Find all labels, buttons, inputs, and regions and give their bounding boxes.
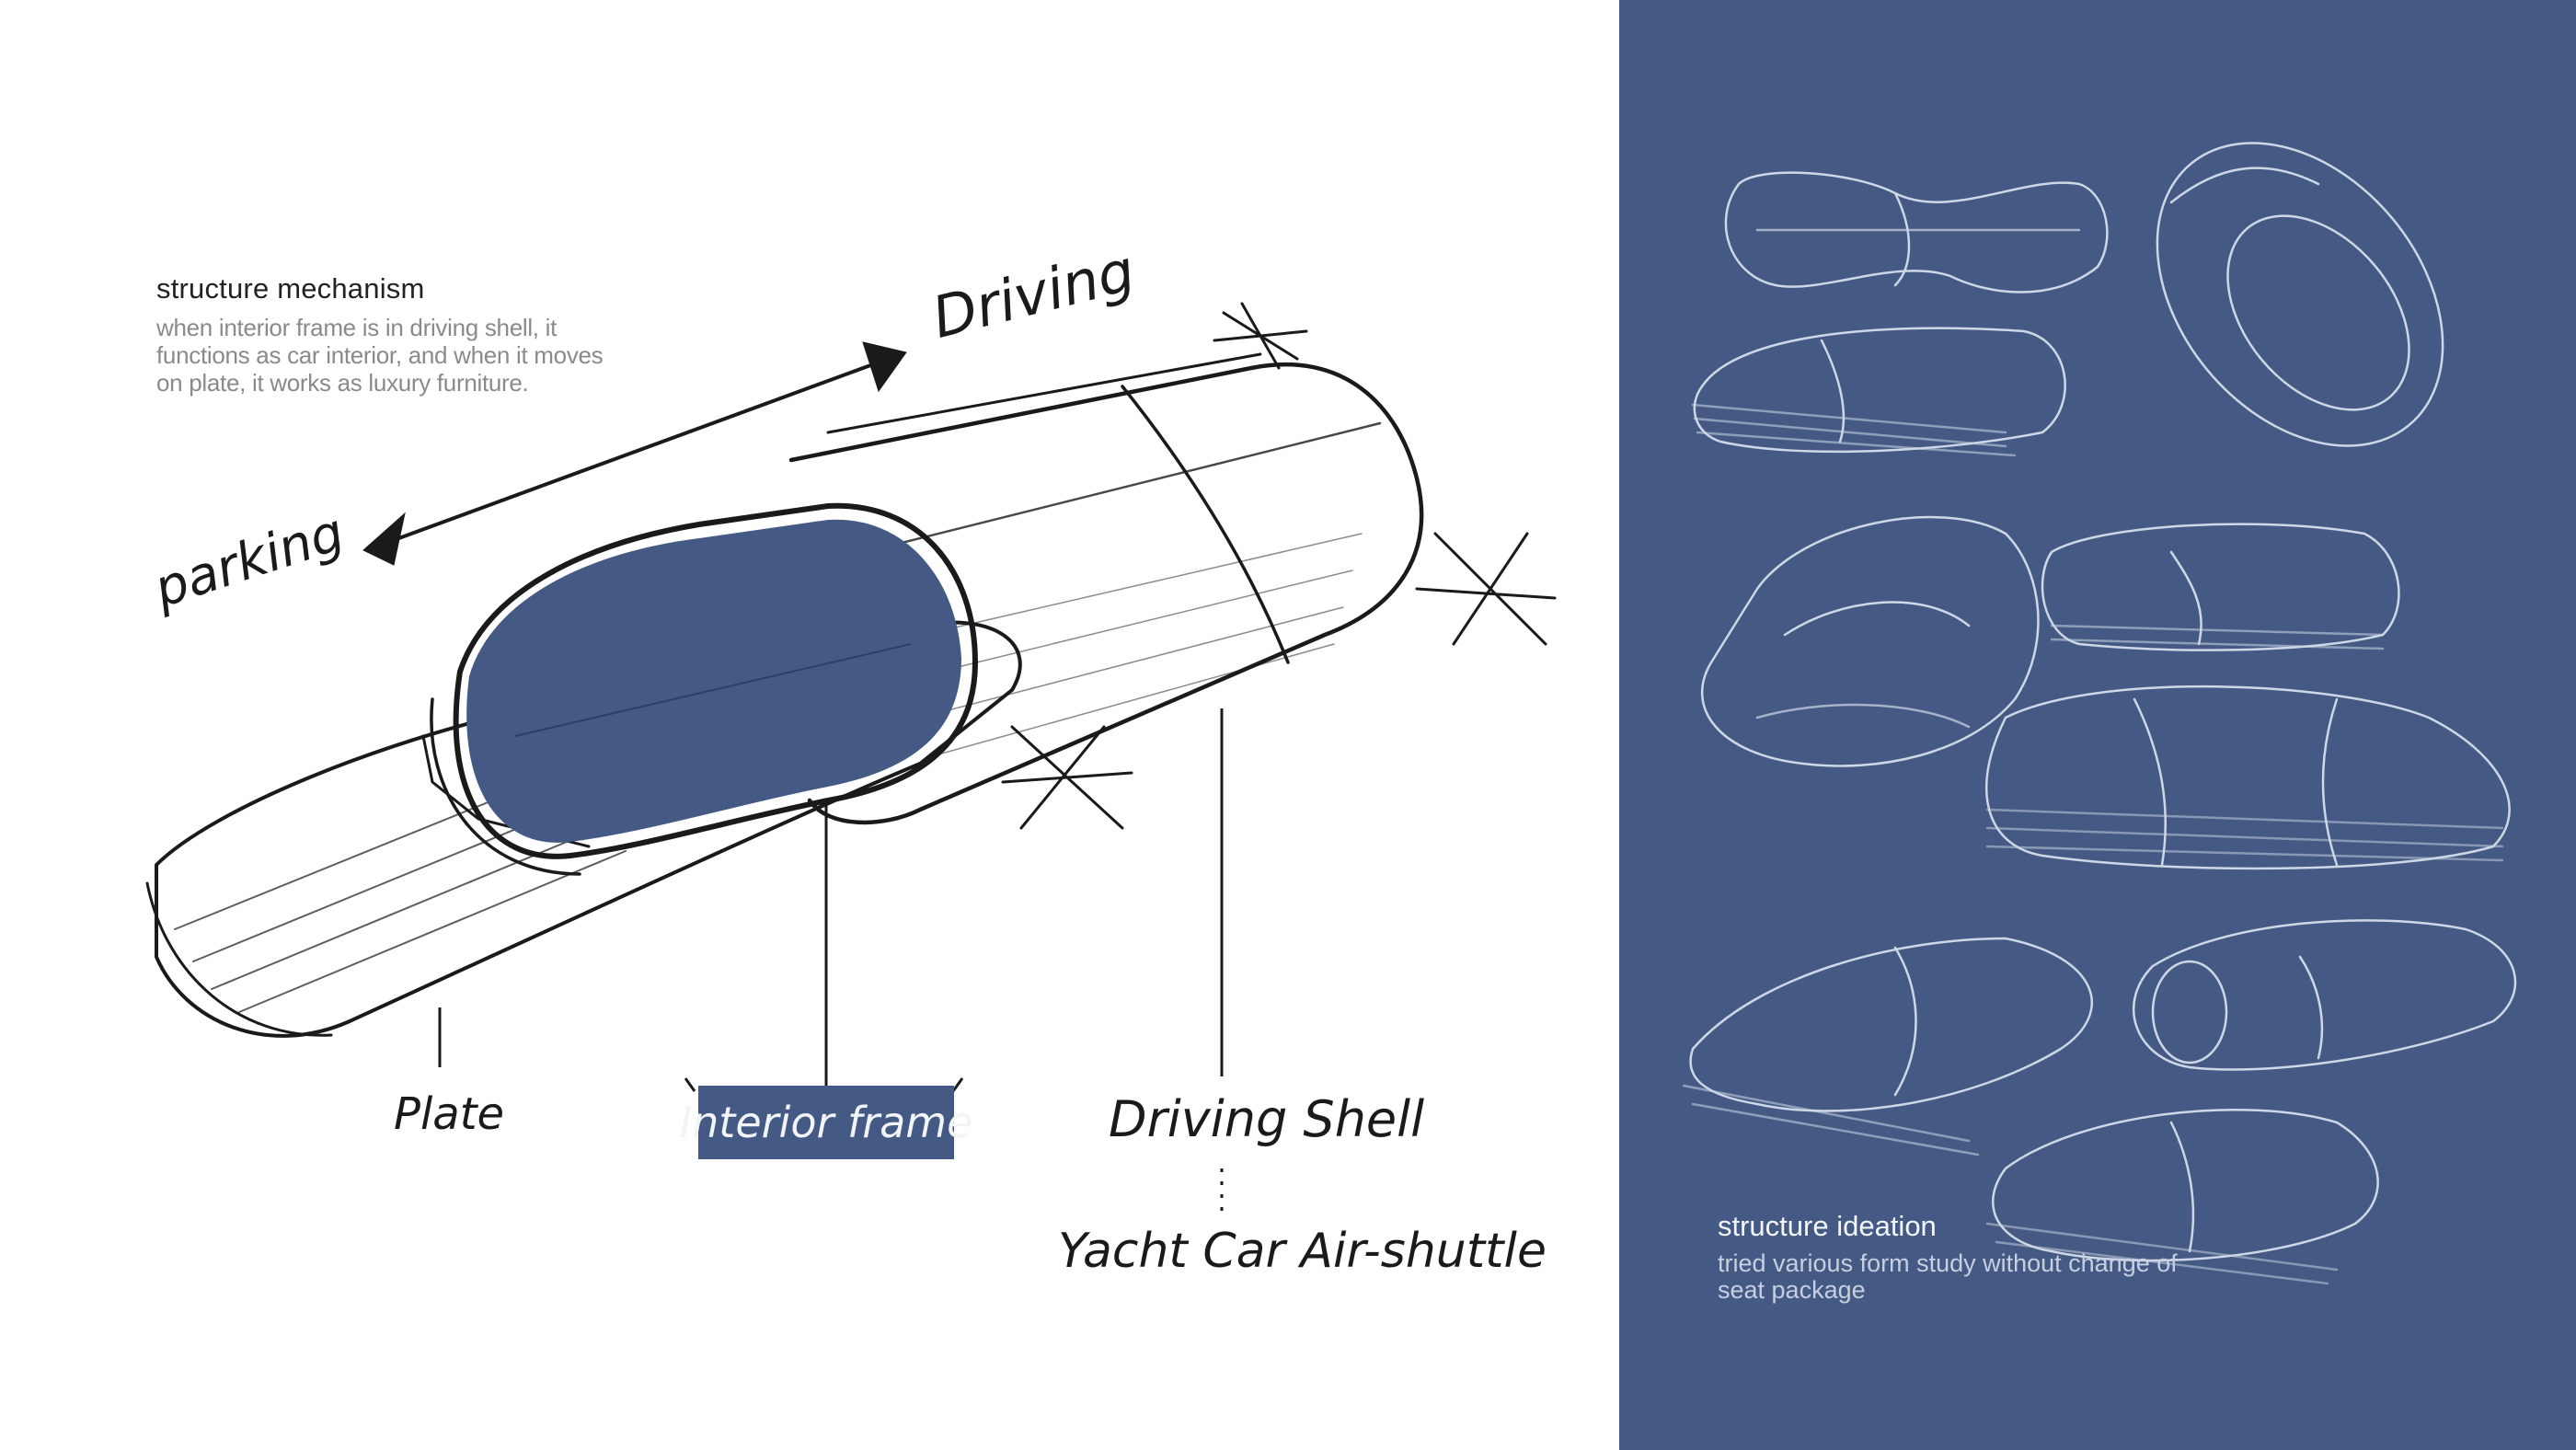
ideation-title: structure ideation bbox=[1718, 1210, 1937, 1242]
ideation-sketch-9 bbox=[1985, 1108, 2379, 1285]
left-panel: structure mechanism when interior frame … bbox=[145, 236, 1557, 1279]
right-panel: structure ideation tried various form st… bbox=[1619, 0, 2576, 1450]
ideation-sketches bbox=[1619, 0, 2576, 1450]
ideation-sketch-3 bbox=[1691, 327, 2066, 457]
mechanism-description: when interior frame is in driving shell,… bbox=[156, 314, 604, 397]
interior-frame-label-box: Interior frame bbox=[680, 1086, 972, 1159]
mechanism-title: structure mechanism bbox=[156, 272, 425, 305]
ideation-sketch-2 bbox=[2156, 142, 2444, 447]
ideation-sketch-1 bbox=[1724, 171, 2109, 293]
ideation-sketch-7 bbox=[1682, 937, 2093, 1157]
plate-label: Plate bbox=[394, 1088, 505, 1140]
interior-frame-label: Interior frame bbox=[679, 1098, 973, 1147]
interior-frame-fill bbox=[466, 519, 961, 843]
ideation-sketch-4 bbox=[1700, 515, 2040, 767]
direction-arrow bbox=[362, 341, 907, 566]
ideation-sketch-6 bbox=[1985, 685, 2511, 870]
ideation-sketch-8 bbox=[2132, 919, 2517, 1071]
mechanism-sketch bbox=[145, 302, 1557, 1214]
ideation-sketch-5 bbox=[2041, 523, 2400, 651]
plate-sketch bbox=[145, 620, 1022, 1038]
ideation-description: tried various form study without change … bbox=[1718, 1249, 2178, 1304]
driving-shell-label: Driving Shell bbox=[1109, 1090, 1425, 1148]
leader-lines bbox=[438, 708, 1224, 1214]
variants-label: Yacht Car Air-shuttle bbox=[1058, 1224, 1547, 1279]
